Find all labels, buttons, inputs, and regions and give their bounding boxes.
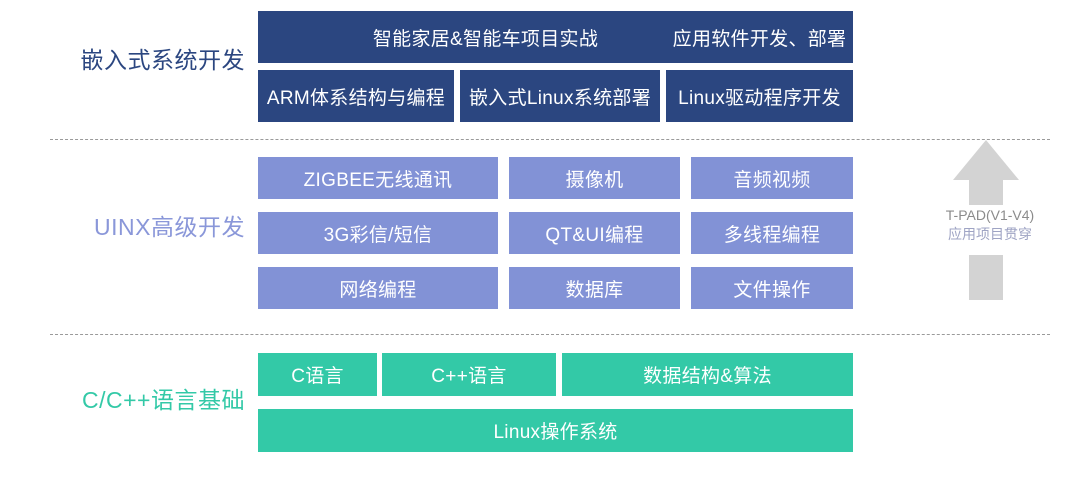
tier-label-uinx: UINX高级开发 <box>94 214 245 240</box>
course-box-qt-ui-programming[interactable]: QT&UI编程 <box>509 212 680 254</box>
course-box-network-programming[interactable]: 网络编程 <box>258 267 498 309</box>
course-box-data-structures-algorithms[interactable]: 数据结构&算法 <box>562 353 853 396</box>
arrow-caption-line1: T-PAD(V1-V4) <box>945 207 1035 223</box>
arrow-caption-line2: 应用项目贯穿 <box>948 225 1032 242</box>
course-box-audio-video[interactable]: 音频视频 <box>691 157 853 199</box>
course-box-smart-home-car-project[interactable]: 智能家居&智能车项目实战 <box>258 11 713 63</box>
arrow-caption: T-PAD(V1-V4) 应用项目贯穿 <box>925 206 1055 244</box>
course-box-c-language[interactable]: C语言 <box>258 353 377 396</box>
course-box-3g-mms-sms[interactable]: 3G彩信/短信 <box>258 212 498 254</box>
course-box-zigbee-wireless[interactable]: ZIGBEE无线通讯 <box>258 157 498 199</box>
course-box-embedded-linux-deploy[interactable]: 嵌入式Linux系统部署 <box>460 70 660 122</box>
arrow-up-icon <box>953 140 1019 180</box>
tier-label-c-cpp: C/C++语言基础 <box>82 387 245 413</box>
course-box-linux-driver-development[interactable]: Linux驱动程序开发 <box>666 70 853 122</box>
project-throughline-arrow: T-PAD(V1-V4) 应用项目贯穿 <box>945 140 1035 300</box>
arrow-shaft-lower <box>969 255 1003 300</box>
divider-uinx-clang <box>50 334 1050 335</box>
divider-embedded-uinx <box>50 139 1050 140</box>
course-box-file-operations[interactable]: 文件操作 <box>691 267 853 309</box>
course-box-multithread-programming[interactable]: 多线程编程 <box>691 212 853 254</box>
course-box-database[interactable]: 数据库 <box>509 267 680 309</box>
course-box-cpp-language[interactable]: C++语言 <box>382 353 556 396</box>
course-box-app-software-dev-deploy[interactable]: 应用软件开发、部署 <box>666 11 853 63</box>
course-box-arm-architecture-programming[interactable]: ARM体系结构与编程 <box>258 70 454 122</box>
arrow-shaft-upper <box>969 179 1003 205</box>
course-box-linux-operating-system[interactable]: Linux操作系统 <box>258 409 853 452</box>
course-box-camera[interactable]: 摄像机 <box>509 157 680 199</box>
tier-label-embedded: 嵌入式系统开发 <box>80 47 245 73</box>
